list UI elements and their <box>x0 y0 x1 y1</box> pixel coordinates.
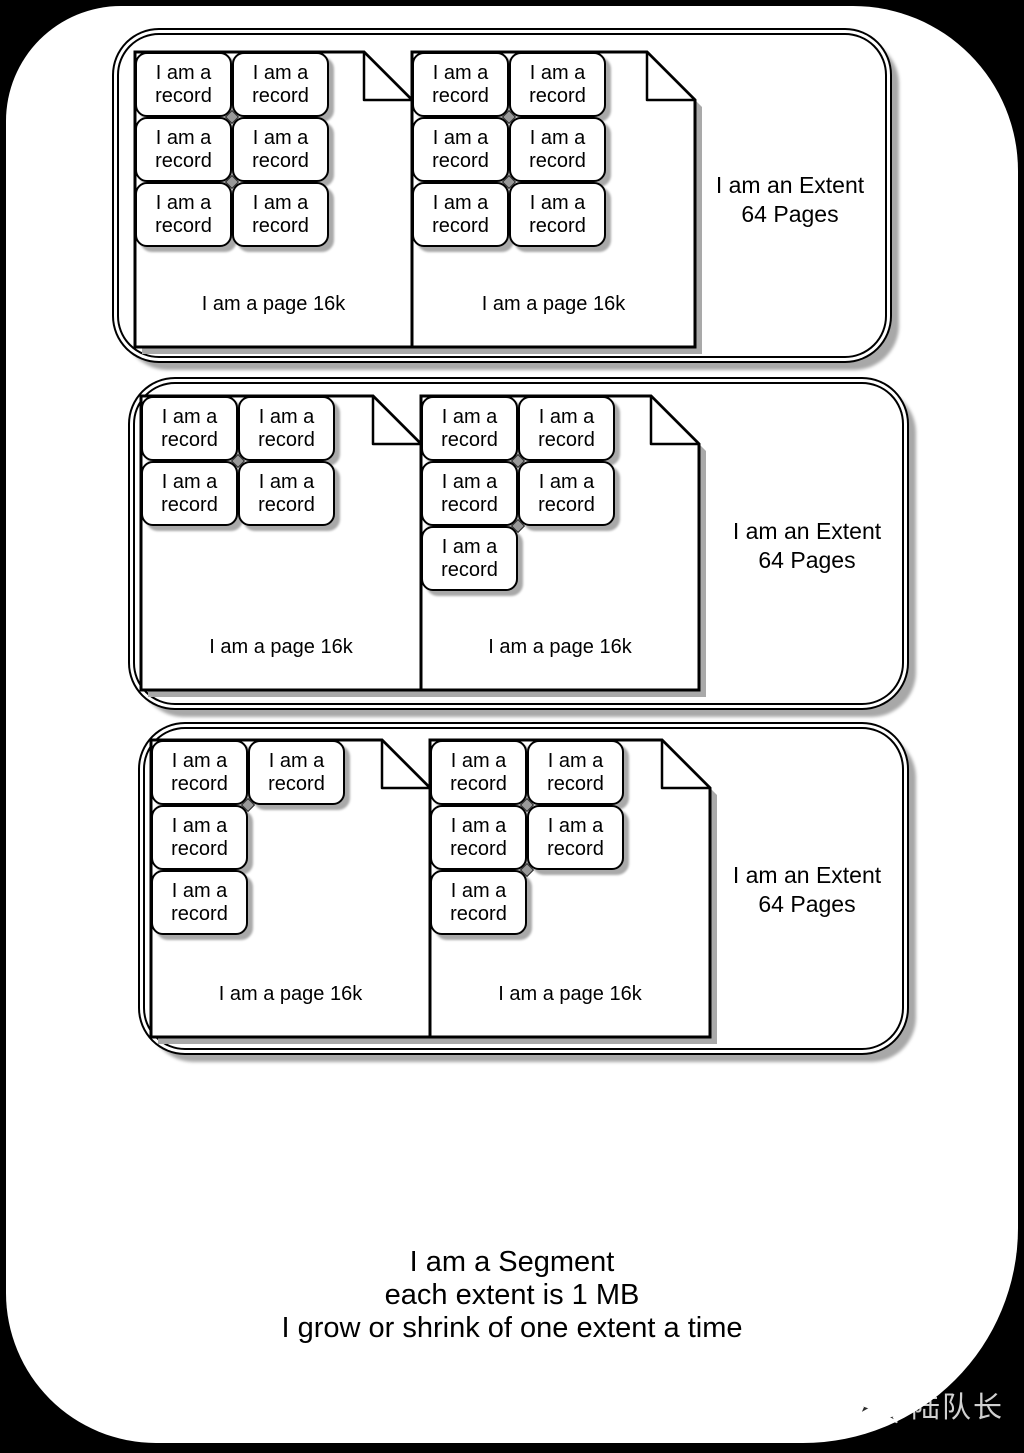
record-box: I am a record <box>135 52 232 117</box>
watermark: 陆队长 <box>852 1380 1004 1429</box>
extent-label-line-2: 64 Pages <box>758 891 856 917</box>
record-box: I am a record <box>238 396 335 461</box>
caption-line-3: I grow or shrink of one extent a time <box>281 1312 743 1344</box>
page-label: I am a page 16k <box>498 983 642 1005</box>
record-box: I am a record <box>421 526 518 591</box>
page-label: I am a page 16k <box>481 293 626 315</box>
page-fold-corner-icon <box>660 738 712 790</box>
record-box: I am a record <box>412 182 509 247</box>
record-box: I am a record <box>430 740 527 805</box>
page-fold-corner-icon <box>645 50 697 102</box>
record-box: I am a record <box>412 117 509 182</box>
page-label: I am a page 16k <box>209 636 353 658</box>
extent-label-line-2: 64 Pages <box>758 547 856 573</box>
record-box: I am a record <box>141 461 238 526</box>
page-fold-corner-icon <box>362 50 414 102</box>
record-box: I am a record <box>248 740 345 805</box>
record-box: I am a record <box>421 461 518 526</box>
record-box: I am a record <box>509 182 606 247</box>
record-box: I am a record <box>151 740 248 805</box>
record-box: I am a record <box>509 52 606 117</box>
record-box: I am a record <box>232 182 329 247</box>
extent-label: I am an Extent 64 Pages <box>650 171 930 229</box>
page-label: I am a page 16k <box>488 636 632 658</box>
extent-label-line-2: 64 Pages <box>741 201 839 227</box>
page-fold-corner-icon <box>380 738 432 790</box>
record-box: I am a record <box>518 396 615 461</box>
record-box: I am a record <box>151 870 248 935</box>
page-fold-corner-icon <box>371 394 423 446</box>
watermark-text: 陆队长 <box>911 1391 1005 1424</box>
caption-line-2: each extent is 1 MB <box>384 1279 640 1311</box>
wechat-icon <box>852 1380 902 1429</box>
record-box: I am a record <box>232 52 329 117</box>
page-label: I am a page 16k <box>201 293 346 315</box>
extent-label-line-1: I am an Extent <box>732 518 882 544</box>
record-box: I am a record <box>135 117 232 182</box>
extent-label-line-1: I am an Extent <box>715 172 865 198</box>
page-label: I am a page 16k <box>218 983 363 1005</box>
record-box: I am a record <box>141 396 238 461</box>
extent-label-line-1: I am an Extent <box>732 862 882 888</box>
record-box: I am a record <box>151 805 248 870</box>
extent-label: I am an Extent 64 Pages <box>667 517 947 575</box>
record-box: I am a record <box>412 52 509 117</box>
record-box: I am a record <box>430 805 527 870</box>
segment-caption: I am a Segment each extent is 1 MB I gro… <box>0 1246 1024 1345</box>
record-box: I am a record <box>135 182 232 247</box>
record-box: I am a record <box>238 461 335 526</box>
record-box: I am a record <box>232 117 329 182</box>
record-box: I am a record <box>421 396 518 461</box>
extent-label: I am an Extent 64 Pages <box>667 861 947 919</box>
record-box: I am a record <box>527 740 624 805</box>
page-fold-corner-icon <box>649 394 701 446</box>
record-box: I am a record <box>527 805 624 870</box>
record-box: I am a record <box>509 117 606 182</box>
caption-line-1: I am a Segment <box>409 1246 615 1278</box>
record-box: I am a record <box>518 461 615 526</box>
record-box: I am a record <box>430 870 527 935</box>
